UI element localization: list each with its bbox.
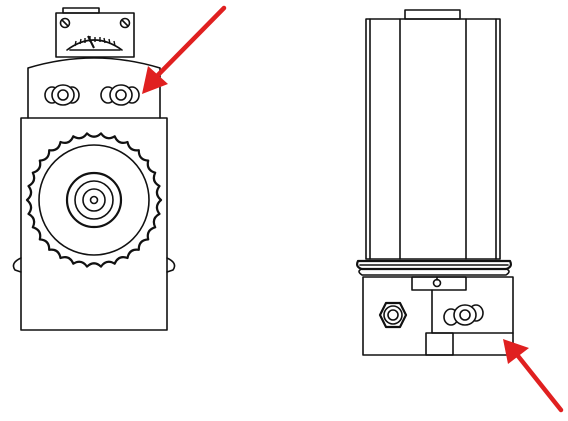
knurl-edge bbox=[25, 132, 163, 268]
red-arrow-top bbox=[142, 5, 227, 94]
left-side-knob bbox=[12, 257, 22, 273]
top-cap bbox=[55, 7, 135, 58]
mount-plate bbox=[411, 276, 467, 291]
gauge-window bbox=[66, 35, 123, 51]
flange-ring bbox=[356, 259, 512, 276]
right-port bbox=[443, 304, 484, 326]
hex-fitting bbox=[378, 301, 408, 329]
left-port-2 bbox=[100, 84, 140, 106]
left-port-1 bbox=[44, 84, 80, 106]
lower-block bbox=[362, 276, 514, 356]
right-view-drawing bbox=[356, 9, 514, 356]
right-side-knob bbox=[166, 257, 176, 273]
red-arrow-bottom bbox=[503, 339, 564, 413]
knurled-wheel bbox=[25, 132, 163, 268]
cylinder-housing bbox=[365, 9, 501, 260]
left-view-drawing bbox=[12, 7, 176, 331]
left-body bbox=[20, 57, 168, 331]
